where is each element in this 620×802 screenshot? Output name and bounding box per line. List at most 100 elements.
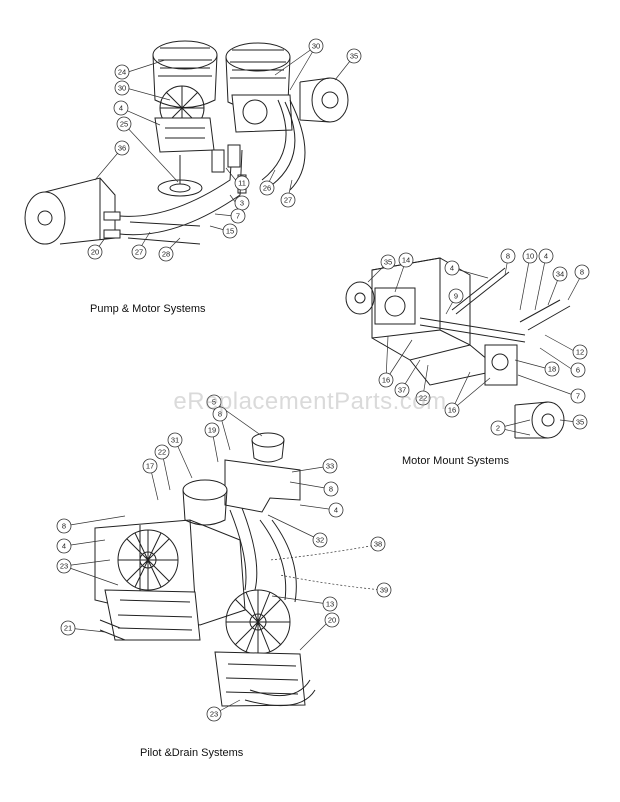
callout-label: 32 bbox=[316, 536, 324, 545]
caption-pilot-drain: Pilot &Drain Systems bbox=[140, 747, 244, 759]
callout-pilot-drain-10: 8 bbox=[56, 518, 72, 534]
callout-label: 20 bbox=[91, 248, 99, 257]
callout-label: 27 bbox=[284, 196, 292, 205]
callout-label: 16 bbox=[382, 376, 390, 385]
callout-pilot-drain-4: 22 bbox=[154, 444, 170, 460]
callout-pump-motor-3: 35 bbox=[346, 48, 362, 64]
callout-circle bbox=[212, 406, 228, 422]
callout-circle bbox=[572, 414, 588, 430]
callout-motor-mount-6: 34 bbox=[552, 266, 568, 282]
callout-pilot-drain-13: 38 bbox=[370, 536, 386, 552]
callout-circle bbox=[60, 620, 76, 636]
callout-motor-mount-9: 12 bbox=[572, 344, 588, 360]
callout-circle bbox=[370, 536, 386, 552]
callout-pump-motor-2: 30 bbox=[308, 38, 324, 54]
callout-circle bbox=[522, 248, 538, 264]
callout-pilot-drain-11: 4 bbox=[56, 538, 72, 554]
callout-motor-mount-15: 6 bbox=[570, 362, 586, 378]
callout-circle bbox=[490, 420, 506, 436]
callout-circle bbox=[570, 362, 586, 378]
callout-pilot-drain-18: 23 bbox=[206, 706, 222, 722]
watermark: eReplacementParts.com bbox=[173, 388, 447, 415]
callout-circle bbox=[312, 532, 328, 548]
callout-pilot-drain-7: 8 bbox=[323, 481, 339, 497]
callout-label: 35 bbox=[350, 52, 358, 61]
callout-label: 19 bbox=[208, 426, 216, 435]
callout-label: 15 bbox=[226, 227, 234, 236]
callout-circle bbox=[376, 582, 392, 598]
callout-circle bbox=[544, 361, 560, 377]
callout-label: 8 bbox=[580, 268, 584, 277]
callout-circle bbox=[154, 444, 170, 460]
callout-label: 25 bbox=[120, 120, 128, 129]
callout-label: 8 bbox=[62, 522, 66, 531]
callout-pump-motor-7: 11 bbox=[234, 175, 250, 191]
callout-label: 28 bbox=[162, 250, 170, 259]
callout-circle bbox=[222, 223, 238, 239]
callout-label: 23 bbox=[60, 562, 68, 571]
callout-label: 8 bbox=[329, 485, 333, 494]
callout-circle bbox=[500, 248, 516, 264]
callout-label: 2 bbox=[496, 424, 500, 433]
callout-motor-mount-12: 22 bbox=[415, 390, 431, 406]
callout-label: 6 bbox=[576, 366, 580, 375]
callout-label: 35 bbox=[576, 418, 584, 427]
callout-pilot-drain-0: 5 bbox=[206, 394, 222, 410]
callout-label: 8 bbox=[218, 410, 222, 419]
callout-motor-mount-4: 10 bbox=[522, 248, 538, 264]
callout-label: 30 bbox=[312, 42, 320, 51]
callout-motor-mount-10: 16 bbox=[378, 372, 394, 388]
callout-pilot-drain-3: 31 bbox=[167, 432, 183, 448]
callout-pump-motor-13: 28 bbox=[158, 246, 174, 262]
callout-circle bbox=[328, 502, 344, 518]
callout-label: 7 bbox=[576, 392, 580, 401]
callout-motor-mount-13: 16 bbox=[444, 402, 460, 418]
callout-motor-mount-0: 35 bbox=[380, 254, 396, 270]
callout-circle bbox=[570, 388, 586, 404]
callout-circle bbox=[142, 458, 158, 474]
callout-motor-mount-11: 37 bbox=[394, 382, 410, 398]
callout-pump-motor-0: 24 bbox=[114, 64, 130, 80]
callout-label: 3 bbox=[240, 199, 244, 208]
callout-label: 36 bbox=[118, 144, 126, 153]
callout-pilot-drain-9: 32 bbox=[312, 532, 328, 548]
callout-label: 10 bbox=[526, 252, 534, 261]
callout-pump-motor-12: 27 bbox=[131, 244, 147, 260]
callout-motor-mount-7: 8 bbox=[574, 264, 590, 280]
callout-label: 4 bbox=[62, 542, 66, 551]
callout-circle bbox=[378, 372, 394, 388]
callout-label: 12 bbox=[576, 348, 584, 357]
callout-circle bbox=[394, 382, 410, 398]
callout-label: 4 bbox=[119, 104, 123, 113]
callout-circle bbox=[114, 64, 130, 80]
motor-mount-assembly bbox=[345, 257, 571, 439]
callout-label: 5 bbox=[212, 398, 216, 407]
callout-pump-motor-4: 4 bbox=[113, 100, 129, 116]
callout-pump-motor-1: 30 bbox=[114, 80, 130, 96]
callout-label: 13 bbox=[326, 600, 334, 609]
callout-circle bbox=[206, 394, 222, 410]
callout-pilot-drain-15: 13 bbox=[322, 596, 338, 612]
callout-label: 26 bbox=[263, 184, 271, 193]
callout-circle bbox=[398, 252, 414, 268]
callout-pilot-drain-12: 23 bbox=[56, 558, 72, 574]
callout-circle bbox=[415, 390, 431, 406]
callout-circle bbox=[158, 246, 174, 262]
callout-motor-mount-17: 2 bbox=[490, 420, 506, 436]
callout-label: 22 bbox=[419, 394, 427, 403]
callout-label: 31 bbox=[171, 436, 179, 445]
callout-label: 23 bbox=[210, 710, 218, 719]
callout-pump-motor-11: 20 bbox=[87, 244, 103, 260]
callout-label: 38 bbox=[374, 540, 382, 549]
callout-pilot-drain-2: 19 bbox=[204, 422, 220, 438]
callout-circle bbox=[234, 175, 250, 191]
pilot-drain-assembly bbox=[94, 432, 316, 707]
callout-circle bbox=[380, 254, 396, 270]
callout-circle bbox=[113, 100, 129, 116]
callout-circle bbox=[324, 612, 340, 628]
callout-circle bbox=[574, 264, 590, 280]
callout-circle bbox=[230, 208, 246, 224]
